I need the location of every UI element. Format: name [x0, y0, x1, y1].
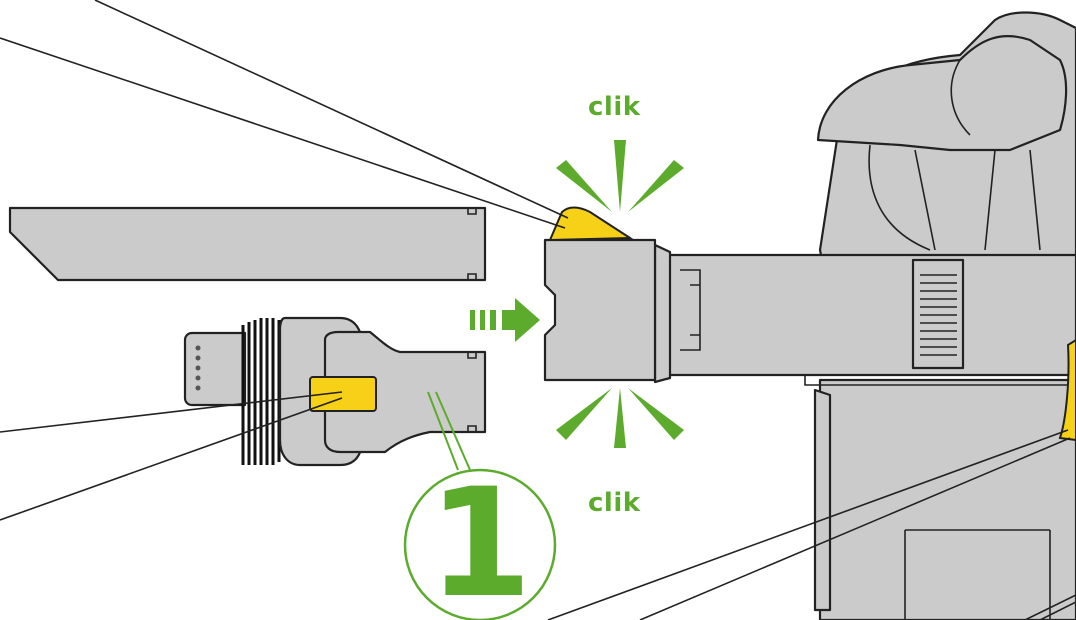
vacuum-body	[663, 11, 1076, 620]
click-burst-bottom	[556, 388, 684, 448]
vacuum-lower-body	[818, 378, 1076, 620]
nozzle-connector	[543, 206, 672, 384]
cyclone-top	[816, 35, 1068, 152]
arrow-right-icon	[470, 298, 540, 342]
click-label-bottom: clik	[588, 488, 641, 518]
combination-brush-tool	[183, 316, 487, 467]
connector-release-button	[548, 206, 634, 242]
step-callout: 1	[403, 391, 557, 620]
brush-neck	[323, 330, 487, 454]
vacuum-grip-panel	[813, 388, 832, 612]
step-number: 1	[428, 457, 532, 620]
step-circle	[403, 468, 557, 620]
click-burst-top	[556, 140, 684, 212]
connector-ring	[653, 243, 672, 384]
connector-housing	[543, 238, 657, 382]
brush-bristles	[241, 318, 281, 465]
vacuum-barrel	[663, 253, 1076, 377]
brush-back-plate	[183, 331, 247, 407]
crevice-tool	[8, 206, 487, 282]
click-label-top: clik	[588, 92, 641, 122]
brush-release-button	[309, 376, 377, 412]
vent-grille	[911, 258, 965, 370]
